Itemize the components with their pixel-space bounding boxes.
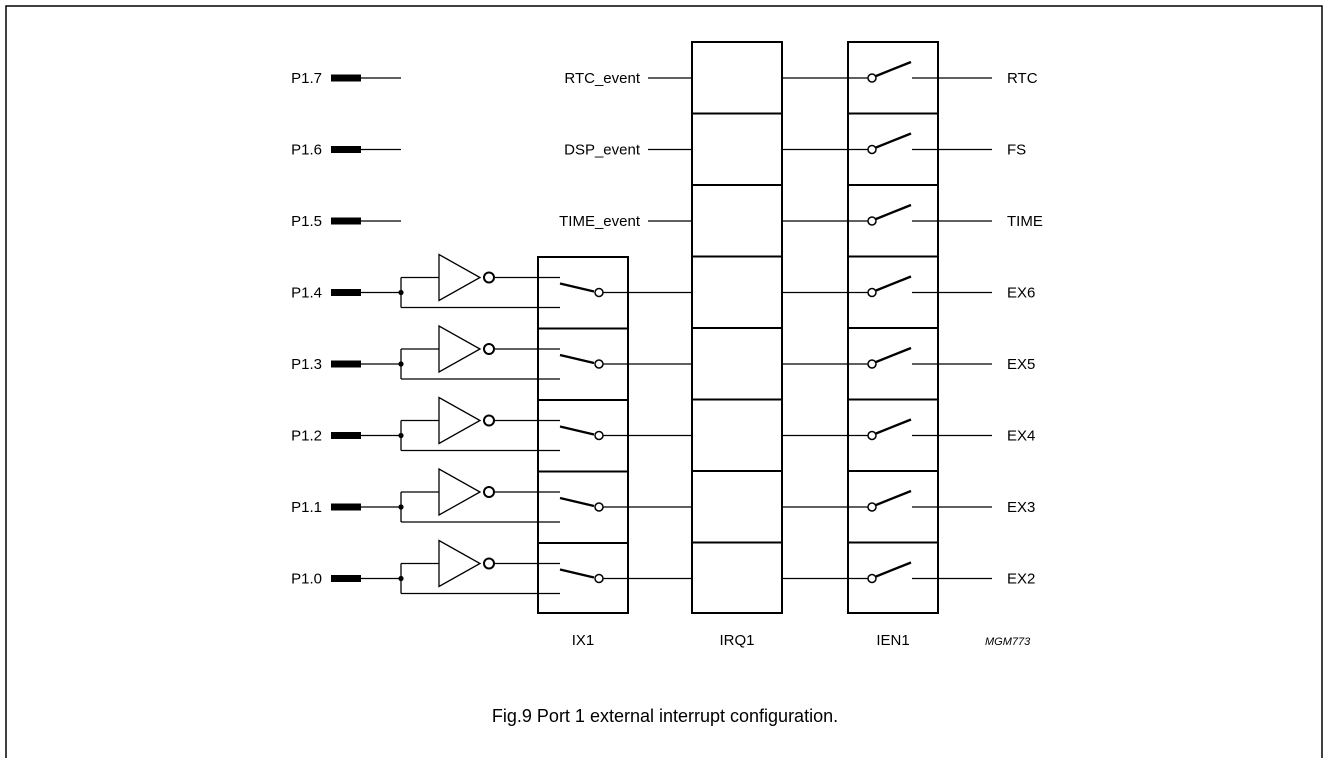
junction-dot [398,575,404,582]
inverter-icon [438,396,482,445]
port-pin [331,575,361,582]
event-label: RTC_event [564,70,640,87]
ien1-switch-contact [867,573,877,584]
port-pin [331,432,361,439]
ien1-switch-blade [875,203,912,221]
ix1-switch-blade [559,496,595,508]
ien1-switch-contact [867,502,877,512]
inverter-icon [438,539,482,588]
logic-components [331,60,912,588]
port-label: P1.0 [291,571,322,588]
ien1-switch-contact [867,287,877,298]
ix1-switch-contact [594,287,604,298]
event-label: TIME_event [559,213,641,230]
ix1-switch-contact [594,502,604,512]
junction-dot [398,504,404,510]
ix1-switch-contact [594,573,604,584]
ien1-switch-blade [875,60,912,78]
ien1-label: IEN1 [876,632,909,649]
ien1-switch-contact [867,216,877,226]
register-dividers [538,112,938,544]
ix1-switch-blade [559,425,595,436]
output-label: EX4 [1007,428,1035,445]
port-pin [331,74,361,82]
ien1-switch-blade [875,489,912,507]
ien1-switch-contact [867,359,877,369]
output-label: TIME [1007,213,1043,230]
ix1-switch-blade [559,353,595,365]
port-pin [331,360,361,368]
junction-dot [398,289,404,296]
event-label: DSP_event [564,142,641,159]
inverter-icon [438,467,482,517]
output-label: EX3 [1007,499,1035,516]
output-label: FS [1007,142,1026,159]
ien1-switch-blade [875,418,912,435]
ix1-switch-blade [559,568,595,579]
output-label: EX2 [1007,571,1035,588]
inverter-bubble [483,271,495,284]
irq1-label: IRQ1 [719,632,754,649]
ien1-switch-contact [867,144,877,155]
ix1-switch-blade [559,282,595,293]
inverter-bubble [483,557,495,570]
inverter-bubble [483,343,495,355]
ix1-switch-contact [594,359,604,369]
output-label: EX6 [1007,285,1035,302]
inverter-icon [438,253,482,302]
port-label: P1.7 [291,70,322,87]
ien1-switch-blade [875,132,912,149]
port-label: P1.3 [291,356,322,373]
port-pin [331,289,361,296]
ien1-switch-blade [875,561,912,578]
inverter-icon [438,324,482,374]
port-label: P1.2 [291,428,322,445]
ien1-switch-blade [875,346,912,364]
ien1-switch-contact [867,430,877,441]
junction-dot [398,361,404,367]
ien1-switch-blade [875,275,912,292]
inverter-bubble [483,414,495,427]
signal-wires [361,77,992,595]
figure-border [5,5,1323,758]
ien1-switch-contact [867,73,877,83]
ix1-switch-contact [594,430,604,441]
junction-dot [398,432,404,439]
signal-labels: P1.7P1.6P1.5P1.4P1.3P1.2P1.1P1.0 RTC_even… [291,70,1043,588]
port-pin [331,217,361,225]
ix1-label: IX1 [572,632,595,649]
port-pin [331,503,361,511]
figure-code: MGM773 [985,636,1031,648]
port-label: P1.5 [291,213,322,230]
port-label: P1.4 [291,285,322,302]
port-label: P1.6 [291,142,322,159]
output-label: EX5 [1007,356,1035,373]
inverter-bubble [483,486,495,498]
port-label: P1.1 [291,499,322,516]
figure-caption: Fig.9 Port 1 external interrupt configur… [492,706,838,726]
port-pin [331,146,361,153]
output-label: RTC [1007,70,1038,87]
